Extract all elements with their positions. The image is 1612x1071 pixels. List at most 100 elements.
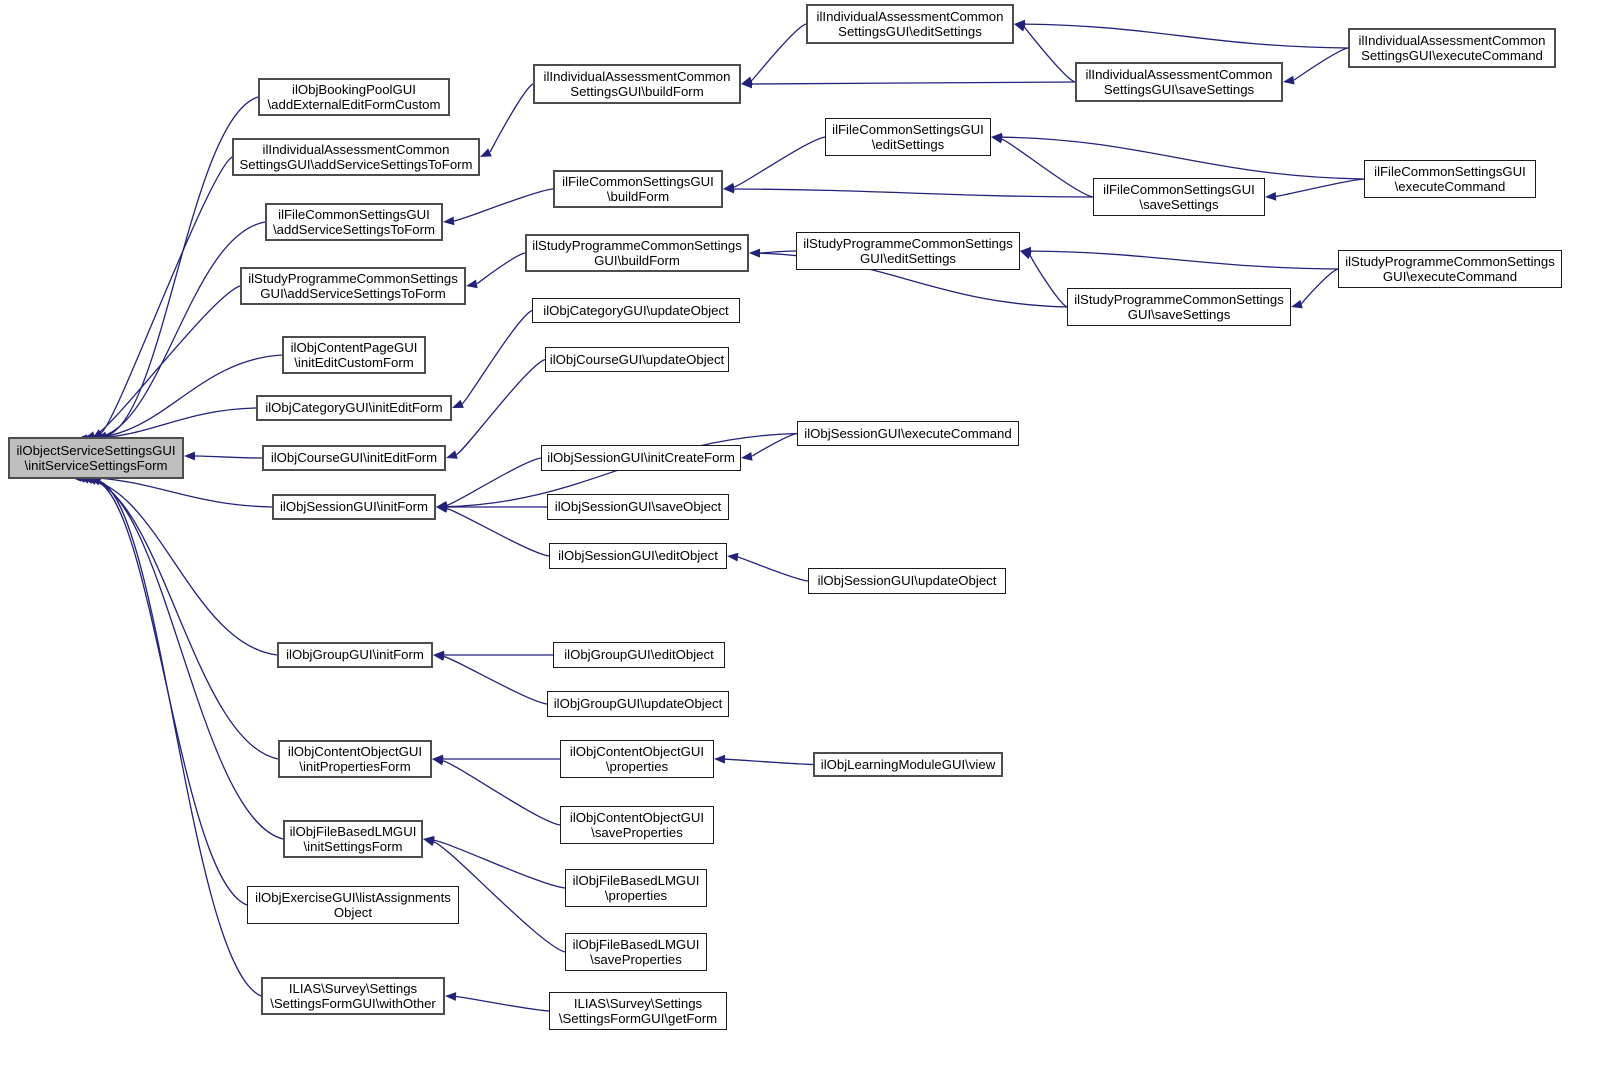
edge-surveyGet-to-surveyWith: [455, 995, 550, 1012]
edge-sessExec-to-sessInitCreate: [751, 432, 798, 458]
arrowhead-spExec-to-spEdit: [1020, 246, 1032, 256]
edge-catUpdate-to-catInitEdit: [461, 309, 533, 405]
arrowhead-sessExec-to-sessInitForm: [436, 502, 448, 512]
arrowhead-coSaveProps-to-coInitProps: [432, 756, 444, 766]
arrowhead-spSave-to-spEdit: [1020, 250, 1032, 260]
edge-fileSave-to-fileBuild: [733, 188, 1094, 198]
arrowhead-iaSave-to-iaBuild: [741, 79, 752, 89]
arrowhead-sessEdit-to-sessInitForm: [436, 504, 448, 513]
graph-node-flmProps[interactable]: ilObjFileBasedLMGUI \properties: [565, 869, 707, 907]
arrowhead-lmView-to-coProps: [714, 754, 726, 764]
graph-node-sessExec[interactable]: ilObjSessionGUI\executeCommand: [797, 421, 1019, 446]
edge-contentPage-to-root: [90, 354, 283, 439]
edge-iaExec-to-iaEdit: [1024, 23, 1349, 49]
edge-spBuild-to-spAddSvc: [476, 252, 526, 285]
edge-spSave-to-spEdit: [1029, 254, 1068, 308]
graph-node-fileBuild[interactable]: ilFileCommonSettingsGUI \buildForm: [553, 170, 723, 208]
edge-lmView-to-coProps: [724, 758, 814, 766]
edge-groupUpdate-to-groupInit: [443, 655, 548, 705]
graph-node-flmSaveProps[interactable]: ilObjFileBasedLMGUI \saveProperties: [565, 933, 707, 971]
graph-node-groupEdit[interactable]: ilObjGroupGUI\editObject: [553, 642, 725, 668]
edge-courseUpdate-to-courseInitEdit: [456, 358, 546, 456]
graph-node-surveyGet[interactable]: ILIAS\Survey\Settings \SettingsFormGUI\g…: [549, 992, 727, 1030]
edge-fileSave-to-fileEdit: [1001, 138, 1094, 198]
graph-node-catUpdate[interactable]: ilObjCategoryGUI\updateObject: [532, 298, 740, 323]
edge-iaAddSvc-to-root: [100, 156, 233, 434]
graph-node-fileAddSvc[interactable]: ilFileCommonSettingsGUI \addServiceSetti…: [265, 203, 443, 241]
arrowhead-sessUpdate-to-sessEdit: [727, 552, 739, 562]
arrowhead-groupEdit-to-groupInit: [433, 650, 444, 660]
graph-node-sessInitForm[interactable]: ilObjSessionGUI\initForm: [272, 494, 436, 520]
graph-node-iaAddSvc[interactable]: ilIndividualAssessmentCommon SettingsGUI…: [232, 138, 480, 176]
arrowhead-spExec-to-spSave: [1291, 299, 1303, 309]
graph-node-sessSave[interactable]: ilObjSessionGUI\saveObject: [547, 494, 729, 520]
arrowhead-flmProps-to-flmInitSettings: [423, 835, 435, 845]
graph-node-iaBuild[interactable]: ilIndividualAssessmentCommon SettingsGUI…: [533, 64, 741, 104]
arrowhead-courseUpdate-to-courseInitEdit: [446, 450, 458, 459]
arrowhead-spSave-to-spBuild: [749, 248, 761, 258]
graph-node-fileExec[interactable]: ilFileCommonSettingsGUI \executeCommand: [1364, 160, 1536, 198]
arrowhead-catUpdate-to-catInitEdit: [452, 399, 464, 408]
graph-node-surveyWith[interactable]: ILIAS\Survey\Settings \SettingsFormGUI\w…: [261, 977, 445, 1015]
edge-fileAddSvc-to-root: [98, 221, 266, 438]
graph-node-spAddSvc[interactable]: ilStudyProgrammeCommonSettings GUI\addSe…: [240, 267, 466, 305]
graph-node-iaExec[interactable]: ilIndividualAssessmentCommon SettingsGUI…: [1348, 28, 1556, 68]
graph-node-sessInitCreate[interactable]: ilObjSessionGUI\initCreateForm: [541, 445, 741, 471]
arrowhead-sessExec-to-sessInitCreate: [741, 452, 753, 461]
graph-node-groupUpdate[interactable]: ilObjGroupGUI\updateObject: [547, 691, 729, 717]
edge-iaBuild-to-iaAddSvc: [489, 83, 534, 154]
graph-node-sessEdit[interactable]: ilObjSessionGUI\editObject: [549, 543, 727, 569]
edge-fileBuild-to-fileAddSvc: [453, 188, 554, 222]
arrowhead-fileExec-to-fileEdit: [991, 132, 1003, 142]
graph-node-courseUpdate[interactable]: ilObjCourseGUI\updateObject: [545, 347, 729, 372]
graph-node-bookingPool[interactable]: ilObjBookingPoolGUI \addExternalEditForm…: [258, 78, 450, 116]
edge-groupInit-to-root: [84, 477, 278, 656]
graph-node-iaSave[interactable]: ilIndividualAssessmentCommon SettingsGUI…: [1075, 62, 1283, 102]
graph-node-coProps[interactable]: ilObjContentObjectGUI \properties: [560, 740, 714, 778]
graph-node-courseInitEdit[interactable]: ilObjCourseGUI\initEditForm: [262, 445, 446, 471]
arrowhead-fileBuild-to-fileAddSvc: [443, 216, 455, 226]
arrowhead-iaExec-to-iaSave: [1283, 75, 1295, 85]
edge-catInitEdit-to-root: [86, 407, 257, 440]
edge-flmInitSettings-to-root: [92, 479, 284, 840]
edge-iaSave-to-iaEdit: [1023, 26, 1076, 83]
graph-node-contentPage[interactable]: ilObjContentPageGUI \initEditCustomForm: [282, 336, 426, 374]
arrowhead-surveyGet-to-surveyWith: [445, 992, 457, 1001]
arrowhead-fileExec-to-fileSave: [1265, 191, 1277, 201]
graph-node-spExec[interactable]: ilStudyProgrammeCommonSettings GUI\execu…: [1338, 250, 1562, 288]
arrowhead-iaExec-to-iaEdit: [1014, 19, 1026, 29]
edge-fileEdit-to-fileBuild: [733, 136, 826, 188]
graph-node-exerciseList[interactable]: ilObjExerciseGUI\listAssignments Object: [247, 886, 459, 924]
edge-iaExec-to-iaSave: [1293, 47, 1349, 81]
arrowhead-fileEdit-to-fileBuild: [723, 182, 735, 192]
graph-node-iaEdit[interactable]: ilIndividualAssessmentCommon SettingsGUI…: [806, 4, 1014, 44]
arrowhead-fileSave-to-fileEdit: [991, 134, 1003, 144]
arrowhead-iaSave-to-iaEdit: [1014, 23, 1026, 32]
arrowhead-fileSave-to-fileBuild: [723, 184, 735, 194]
edge-coSaveProps-to-coInitProps: [442, 760, 561, 826]
graph-node-fileEdit[interactable]: ilFileCommonSettingsGUI \editSettings: [825, 118, 991, 156]
graph-node-flmInitSettings[interactable]: ilObjFileBasedLMGUI \initSettingsForm: [283, 820, 423, 858]
arrowhead-iaBuild-to-iaAddSvc: [480, 148, 492, 157]
graph-root-node: ilObjectServiceSettingsGUI \initServiceS…: [8, 437, 184, 479]
graph-node-spEdit[interactable]: ilStudyProgrammeCommonSettings GUI\editS…: [796, 232, 1020, 270]
graph-node-catInitEdit[interactable]: ilObjCategoryGUI\initEditForm: [256, 395, 452, 421]
graph-node-coInitProps[interactable]: ilObjContentObjectGUI \initPropertiesFor…: [278, 740, 432, 778]
arrowhead-iaEdit-to-iaBuild: [741, 76, 753, 85]
graph-node-groupInit[interactable]: ilObjGroupGUI\initForm: [277, 642, 433, 668]
arrowhead-spBuild-to-spAddSvc: [466, 279, 478, 289]
graph-node-spSave[interactable]: ilStudyProgrammeCommonSettings GUI\saveS…: [1067, 288, 1291, 326]
graph-node-sessUpdate[interactable]: ilObjSessionGUI\updateObject: [808, 568, 1006, 594]
graph-node-lmView[interactable]: ilObjLearningModuleGUI\view: [813, 752, 1003, 777]
graph-node-fileSave[interactable]: ilFileCommonSettingsGUI \saveSettings: [1093, 178, 1265, 216]
arrowhead-groupUpdate-to-groupInit: [433, 652, 445, 661]
arrowhead-sessInitCreate-to-sessInitForm: [436, 500, 448, 510]
graph-node-coSaveProps[interactable]: ilObjContentObjectGUI \saveProperties: [560, 806, 714, 844]
graph-node-spBuild[interactable]: ilStudyProgrammeCommonSettings GUI\build…: [525, 234, 749, 272]
edge-exerciseList-to-root: [96, 480, 248, 906]
edge-sessUpdate-to-sessEdit: [737, 556, 809, 582]
arrowhead-coProps-to-coInitProps: [432, 754, 443, 764]
arrowhead-courseInitEdit-to-root: [184, 451, 195, 461]
edge-spAddSvc-to-root: [94, 285, 241, 437]
